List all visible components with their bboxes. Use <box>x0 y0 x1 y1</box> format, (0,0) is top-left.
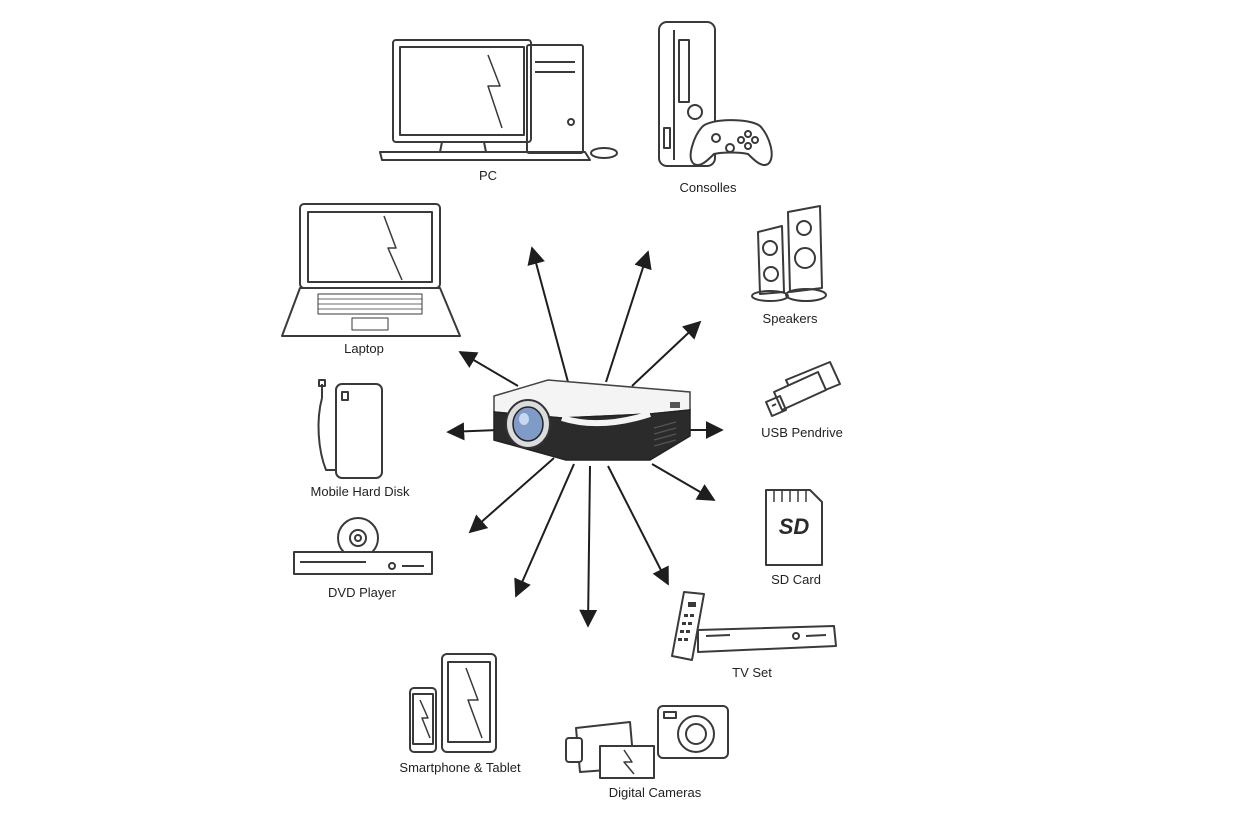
pc-icon <box>379 39 618 161</box>
dvd-player-icon <box>293 517 433 575</box>
speakers-icon <box>751 205 827 302</box>
mobile-hard-disk-icon <box>317 379 383 479</box>
label-speakers: Speakers <box>762 311 818 326</box>
tv-set-icon <box>671 591 837 661</box>
label-tv-set: TV Set <box>732 665 772 680</box>
arrow-to-laptop <box>458 351 519 387</box>
label-pc: PC <box>478 168 498 183</box>
arrow-to-speakers <box>631 320 702 387</box>
label-consolles: Consolles <box>679 180 737 195</box>
svg-text:SD: SD <box>779 514 810 539</box>
projector-icon <box>493 379 691 461</box>
digital-cameras-icon <box>565 705 729 779</box>
arrow-to-tv <box>607 465 669 586</box>
arrow-to-hdd <box>446 422 499 441</box>
connection-arrows <box>446 246 724 628</box>
game-console-icon <box>658 21 773 167</box>
label-usb-pendrive: USB Pendrive <box>761 425 843 440</box>
label-dvd-player: DVD Player <box>328 585 396 600</box>
laptop-icon <box>281 203 461 337</box>
arrow-to-cameras <box>579 465 598 628</box>
arrow-to-dvd <box>468 457 555 534</box>
arrow-to-consolles <box>605 250 652 383</box>
arrow-to-phone <box>514 463 575 598</box>
label-digital-cameras: Digital Cameras <box>608 785 702 800</box>
usb-pendrive-icon <box>765 361 841 417</box>
arrow-to-sd <box>651 463 716 501</box>
label-smartphone-tablet: Smartphone & Tablet <box>399 760 521 775</box>
label-sd-card: SD Card <box>771 572 821 587</box>
smartphone-tablet-icon <box>409 653 497 753</box>
label-laptop: Laptop <box>344 341 384 356</box>
label-mobile-hard-disk: Mobile Hard Disk <box>310 484 410 499</box>
arrow-to-pc <box>527 246 569 383</box>
sd-card-icon: SD <box>765 489 823 566</box>
